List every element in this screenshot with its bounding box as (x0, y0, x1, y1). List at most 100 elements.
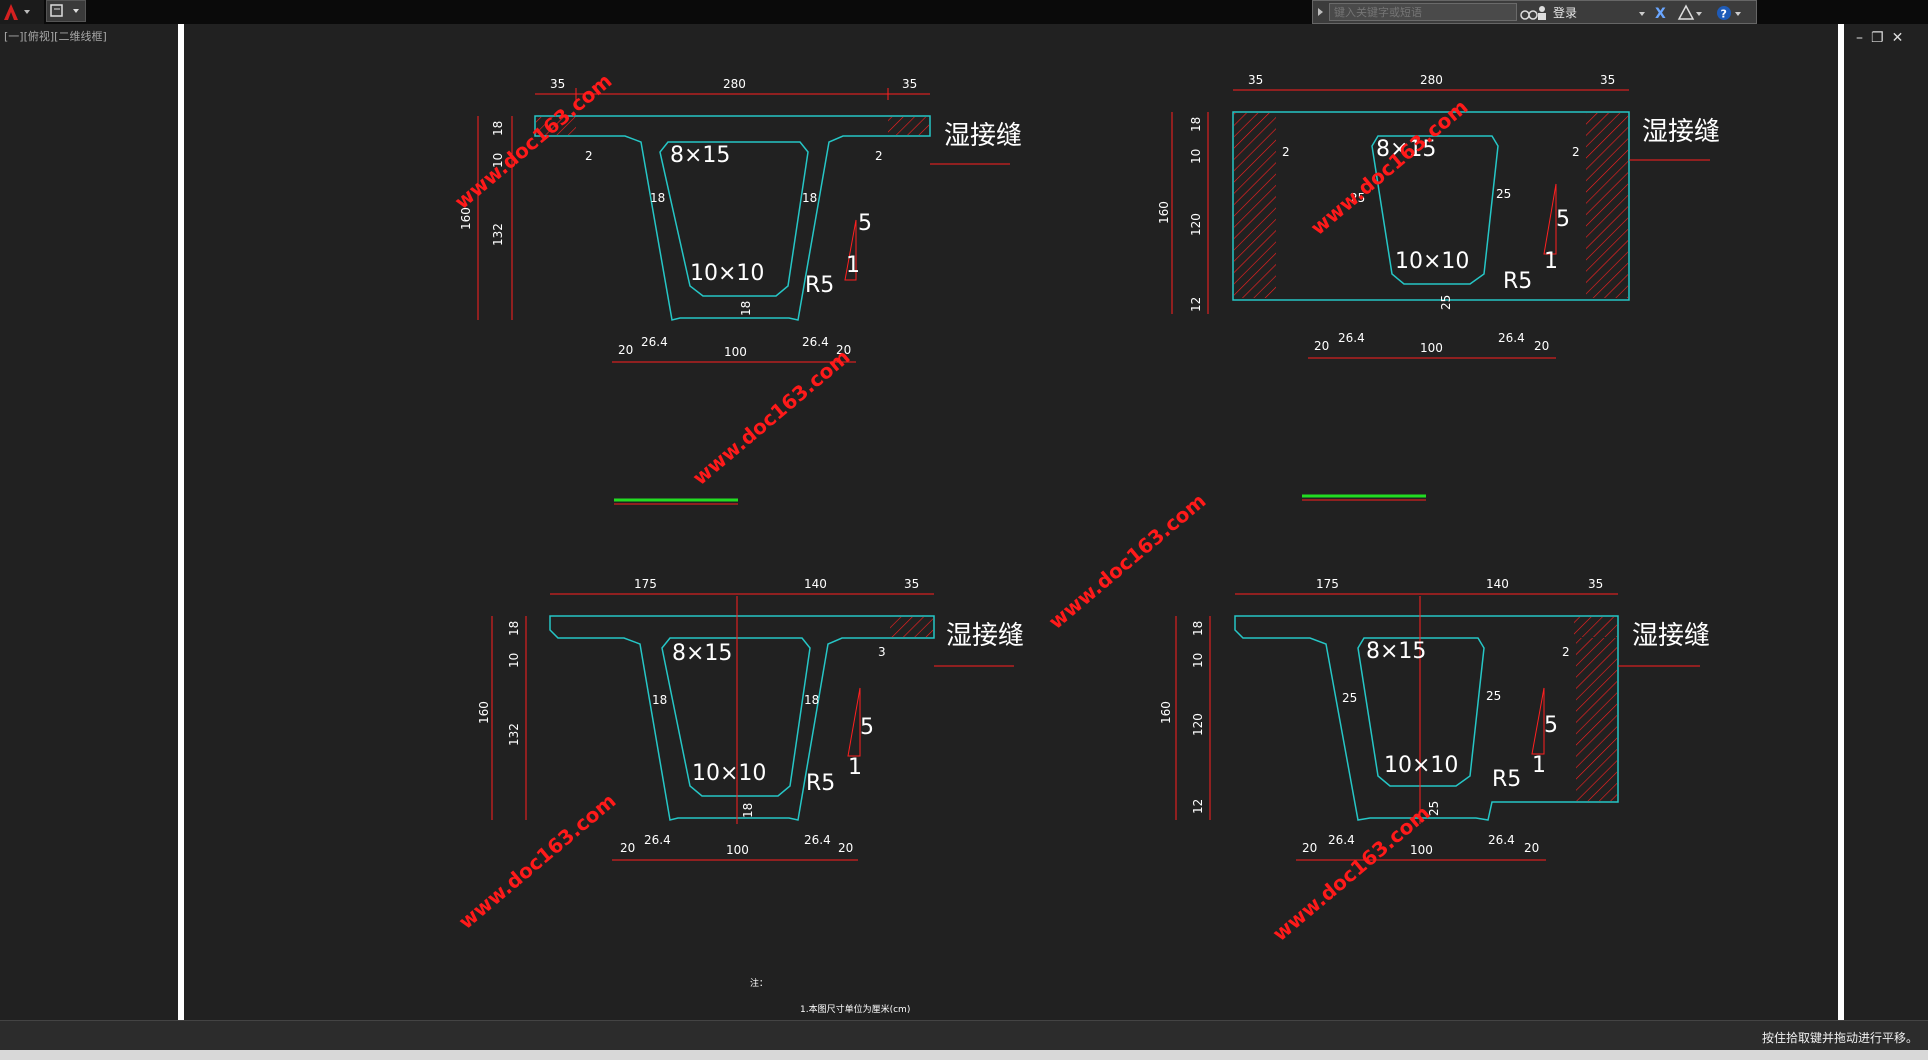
status-bar: 按住拾取键并拖动进行平移。 (0, 1020, 1928, 1051)
section-2-slope-run: 1 (1544, 249, 1558, 274)
infocenter-toolbar: 登录 X ? (1312, 0, 1757, 24)
section-3-bottom-dim-3: 100 (726, 843, 749, 857)
svg-text:X: X (1655, 6, 1666, 22)
section-2-wet-joint-label: 湿接缝 (1642, 117, 1720, 147)
section-3-left-dim-1: 18 (507, 621, 521, 636)
section-2-top-dim-mid: 280 (1420, 73, 1443, 87)
minimize-icon[interactable]: – (1856, 30, 1871, 46)
section-4-cell (1357, 637, 1485, 787)
section-4-wet-joint-side-hatch (1576, 638, 1617, 801)
watermark: www.doc163.com (688, 345, 855, 490)
section-4-bottom-dim-5: 20 (1524, 841, 1539, 855)
autocad-logo-icon (4, 4, 30, 20)
section-1-left-dim-1: 18 (491, 121, 505, 136)
drawing-note-label: 注： (750, 977, 768, 989)
quick-access-toolbar[interactable] (46, 0, 86, 22)
section-1-cell-top: 8×15 (670, 143, 730, 168)
section-4-slope-run: 1 (1532, 753, 1546, 778)
login-button[interactable]: 登录 (1553, 6, 1578, 20)
user-icon (1538, 6, 1546, 20)
section-4-cell-bottom: 10×10 (1384, 753, 1458, 778)
section-3-bottom-dim-5: 20 (838, 841, 853, 855)
section-1-cell-bottom: 10×10 (690, 261, 764, 286)
section-3-top-dim-mid: 140 (804, 577, 827, 591)
watermark: www.doc163.com (454, 789, 621, 934)
exchange-icon[interactable]: X (1653, 3, 1673, 23)
section-2-left-dim-3: 120 (1189, 213, 1203, 236)
section-2-top-dim-right: 35 (1600, 73, 1615, 87)
section-2-cell-top: 8×15 (1376, 137, 1436, 162)
stay-connected-icon[interactable] (1677, 3, 1703, 23)
application-menu-button[interactable] (0, 0, 44, 24)
drawing-window-controls[interactable]: –❐✕ (1856, 30, 1911, 46)
section-2-cell-bottom: 10×10 (1395, 249, 1469, 274)
close-icon[interactable]: ✕ (1891, 30, 1912, 46)
section-4-height-dim: 160 (1159, 701, 1173, 724)
section-3-top-dim-right: 35 (904, 577, 919, 591)
section-3-web-left: 18 (652, 693, 667, 707)
search-input[interactable] (1329, 3, 1517, 21)
section-4-haunch-right: 2 (1562, 645, 1570, 659)
section-3-bottom-dim-1: 20 (620, 841, 635, 855)
section-4-bottom-dim-3: 100 (1410, 843, 1433, 857)
section-4-top-dim-right: 35 (1588, 577, 1603, 591)
section-3-left-dim-2: 10 (507, 653, 521, 668)
title-bar: 登录 X ? (0, 0, 1928, 24)
section-2-radius: R5 (1503, 269, 1532, 294)
viewport-border-left (178, 24, 184, 1020)
section-1-top-dim-left: 35 (550, 77, 565, 91)
section-1-web-left: 18 (650, 191, 665, 205)
section-3-haunch-right: 3 (878, 645, 886, 659)
section-2-haunch-right: 2 (1572, 145, 1580, 159)
section-2-bottom-dim-2: 26.4 (1338, 331, 1365, 345)
section-2-cell (1371, 135, 1499, 285)
section-3-outline (549, 615, 935, 821)
drawing-canvas[interactable]: 35 280 35 18 10 132 160 2 2 18 18 18 8×1… (0, 24, 1928, 1020)
section-1-bottom-dim-5: 20 (836, 343, 851, 357)
section-1-wet-joint-right-hatch (888, 117, 929, 135)
section-3-bottom-slab: 18 (741, 803, 755, 818)
section-1-slope-run: 1 (846, 253, 860, 278)
section-4-bottom-dim-2: 26.4 (1328, 833, 1355, 847)
expand-arrow-icon[interactable] (1315, 1, 1327, 23)
section-4-wet-joint-label: 湿接缝 (1632, 621, 1710, 651)
section-3-cell (661, 637, 811, 797)
section-4-left-dim-3: 120 (1191, 713, 1205, 736)
watermark: www.doc163.com (1306, 95, 1473, 240)
section-4-slope-rise: 5 (1544, 713, 1558, 738)
section-4-top-dim-left: 175 (1316, 577, 1339, 591)
section-2-slope-rise: 5 (1556, 207, 1570, 232)
section-4-web-right: 25 (1486, 689, 1501, 703)
section-1-wet-joint-left-hatch (536, 117, 576, 135)
watermark: www.doc163.com (1044, 489, 1211, 634)
section-4-outline (1234, 615, 1619, 821)
section-3-top-dim-left: 175 (634, 577, 657, 591)
help-icon[interactable]: ? (1715, 3, 1745, 23)
section-1-slope-rise: 5 (858, 211, 872, 236)
section-4-left-dim-2: 10 (1191, 653, 1205, 668)
section-1-bottom-slab: 18 (739, 301, 753, 316)
binoculars-icon[interactable] (1519, 3, 1539, 23)
section-1-web-right: 18 (802, 191, 817, 205)
section-2-top-dim-left: 35 (1248, 73, 1263, 87)
section-3-bottom-dim-4: 26.4 (804, 833, 831, 847)
watermark: www.doc163.com (1268, 801, 1435, 946)
section-4-radius: R5 (1492, 767, 1521, 792)
section-2-wet-joint-right-hatch (1586, 113, 1628, 298)
section-2-left-dim-4: 12 (1189, 297, 1203, 312)
section-1-radius: R5 (805, 273, 834, 298)
section-2-bottom-slab: 25 (1439, 295, 1453, 310)
section-1-bottom-dim-1: 20 (618, 343, 633, 357)
restore-icon[interactable]: ❐ (1871, 30, 1892, 46)
section-2-web-left: 25 (1350, 191, 1365, 205)
status-message: 按住拾取键并拖动进行平移。 (1761, 1031, 1918, 1045)
viewport-controls[interactable]: [一][俯视][二维线框] (4, 30, 107, 43)
login-dropdown-icon[interactable] (1638, 3, 1648, 23)
section-3-web-right: 18 (804, 693, 819, 707)
section-1: 35 280 35 18 10 132 160 2 2 18 18 18 8×1… (459, 77, 1022, 505)
section-4-left-dim-1: 18 (1191, 621, 1205, 636)
command-line-edge (0, 1050, 1928, 1060)
section-1-top-dim-mid: 280 (723, 77, 746, 91)
section-1-left-dim-3: 132 (491, 223, 505, 246)
section-1-height-dim: 160 (459, 207, 473, 230)
